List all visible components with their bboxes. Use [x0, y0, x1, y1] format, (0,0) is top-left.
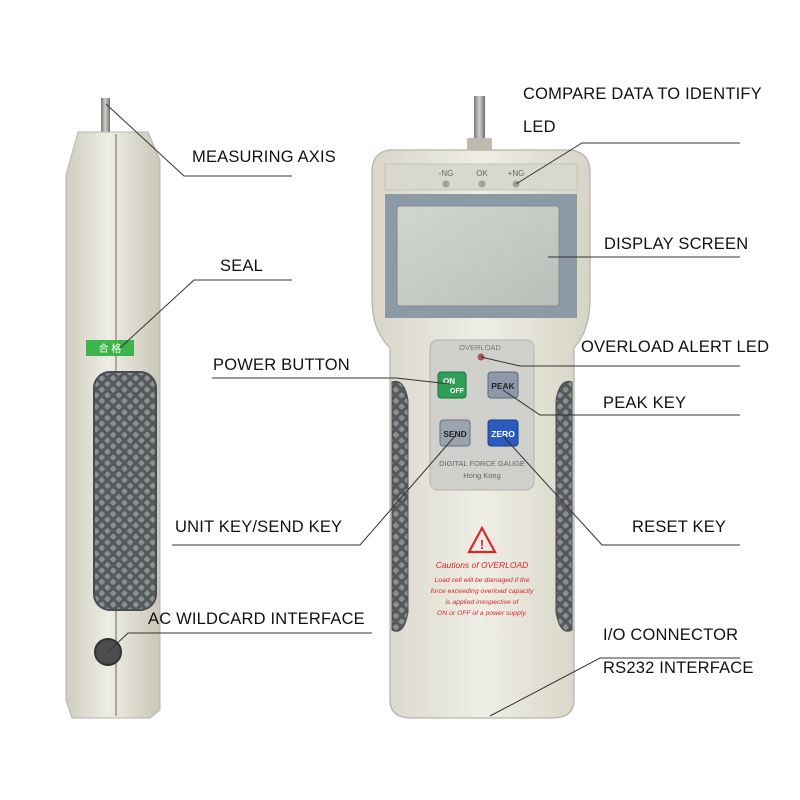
caution-block: ! Cautions of OVERLOAD Load cell will be… — [431, 525, 534, 617]
zero-key-label: ZERO — [491, 429, 515, 439]
leader-lines — [105, 103, 740, 717]
send-key[interactable]: SEND — [439, 419, 471, 447]
label-seal: SEAL — [220, 257, 263, 275]
label-unit-send-key: UNIT KEY/SEND KEY — [175, 518, 343, 536]
label-io-connector: I/O CONNECTOR — [603, 626, 739, 644]
leader-overload-led — [480, 356, 740, 367]
led-ok — [478, 180, 486, 188]
peak-key-label: PEAK — [491, 381, 515, 391]
on-off-key-label-off: OFF — [450, 388, 465, 395]
on-off-key-label-on: ON — [443, 377, 455, 386]
caution-line-4: ON or OFF of a power supply. — [437, 610, 527, 617]
caution-line-3: is applied irrespective of — [446, 599, 520, 606]
leader-measuring-axis — [105, 103, 292, 177]
front-measuring-rod — [474, 96, 485, 142]
led-label-ok: OK — [476, 169, 488, 178]
label-power-button: POWER BUTTON — [213, 356, 350, 374]
label-measuring-axis: MEASURING AXIS — [192, 148, 337, 166]
led-label-minus-ng: -NG — [439, 169, 454, 178]
send-key-label: SEND — [443, 429, 467, 439]
front-view: -NG OK +NG OVERLOAD ON OFF PEAK SEND ZER… — [371, 96, 591, 719]
label-peak-key: PEAK KEY — [603, 394, 687, 412]
label-compare-data: COMPARE DATA TO IDENTIFY — [523, 85, 762, 103]
label-led: LED — [523, 118, 556, 136]
label-rs232-interface: RS232 INTERFACE — [603, 659, 754, 677]
svg-text:!: ! — [480, 537, 484, 552]
front-left-grip — [391, 380, 409, 632]
led-minus-ng — [442, 180, 450, 188]
peak-key[interactable]: PEAK — [487, 371, 519, 399]
label-ac-wildcard-interface: AC WILDCARD INTERFACE — [148, 610, 365, 628]
caution-line-1: Load cell will be damaged if the — [435, 577, 530, 584]
leader-io-connector — [489, 657, 740, 717]
side-view: 合 格 — [65, 98, 161, 719]
caution-line-2: force exceeding overload capacity — [431, 588, 534, 595]
zero-key[interactable]: ZERO — [487, 419, 519, 447]
led-label-plus-ng: +NG — [508, 169, 525, 178]
side-measuring-rod — [101, 98, 110, 138]
leader-power-button — [212, 377, 451, 385]
leader-unit-send-key — [172, 435, 456, 546]
warning-triangle-icon — [467, 525, 497, 554]
label-overload-alert-led: OVERLOAD ALERT LED — [581, 338, 770, 356]
leader-led — [515, 142, 740, 185]
overload-panel-label: OVERLOAD — [459, 343, 501, 352]
label-display-screen: DISPLAY SCREEN — [604, 235, 749, 253]
display-screen — [396, 205, 560, 307]
seal-sticker-text: 合 格 — [99, 342, 122, 355]
model-text: DIGITAL FORCE GAUGE — [439, 459, 525, 468]
label-reset-key: RESET KEY — [632, 518, 727, 536]
leader-peak-key — [502, 389, 740, 416]
side-grip — [93, 371, 157, 611]
origin-text: Hong Kong — [463, 471, 501, 480]
leader-seal — [119, 279, 292, 349]
on-off-key[interactable]: ON OFF — [437, 371, 467, 399]
leader-reset-key — [502, 435, 740, 546]
seal-sticker — [86, 340, 134, 356]
front-right-grip — [555, 380, 573, 632]
caution-title: Cautions of OVERLOAD — [436, 560, 529, 570]
leader-ac-interface — [107, 632, 372, 653]
